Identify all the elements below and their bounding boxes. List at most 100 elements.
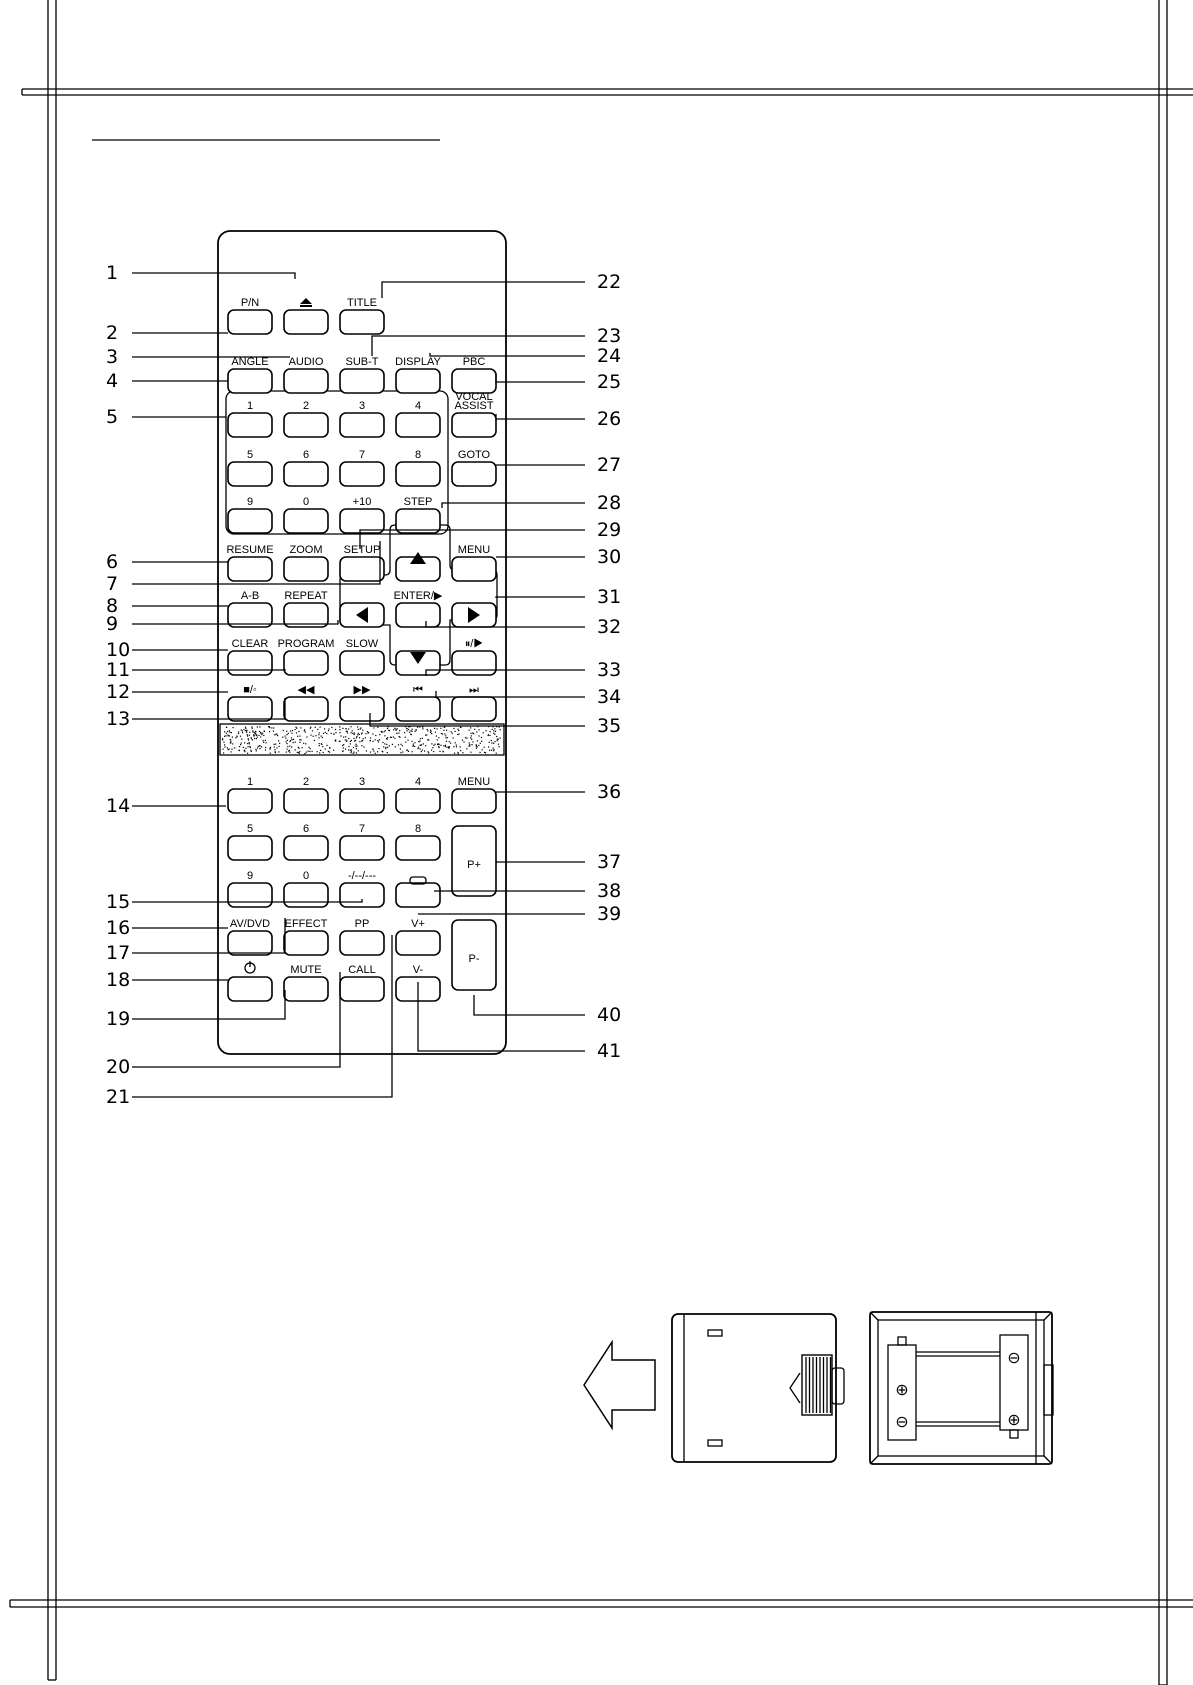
btn-label-angle: ANGLE [231,356,268,368]
button-d5[interactable] [227,461,273,487]
power-button[interactable] [227,976,273,1002]
button-avdvd[interactable] [227,930,273,956]
btn-label-goto: GOTO [458,449,491,461]
button-rew[interactable] [283,696,329,722]
button-angle[interactable] [227,368,273,394]
button-step[interactable] [395,508,441,534]
button-stop[interactable] [227,696,273,722]
button-pplus[interactable] [451,825,497,897]
btn-label-t9: 9 [247,870,253,882]
button-setup[interactable] [339,556,385,582]
button-t9[interactable] [227,882,273,908]
button-d2[interactable] [283,412,329,438]
button-d10[interactable] [339,508,385,534]
button-next[interactable] [451,696,497,722]
button-pp[interactable] [339,930,385,956]
btn-label-t3: 3 [359,776,365,788]
button-ff[interactable] [339,696,385,722]
button-zoom[interactable] [283,556,329,582]
button-t8[interactable] [395,835,441,861]
button-call[interactable] [339,976,385,1002]
battery-figure: ⊕ ⊖ ⊖ ⊕ [583,1311,1054,1465]
button-resume[interactable] [227,556,273,582]
button-pause[interactable] [451,650,497,676]
btn-label-t5: 5 [247,823,253,835]
button-t4[interactable] [395,788,441,814]
button-vplus[interactable] [395,930,441,956]
button-vocal1[interactable] [451,412,497,438]
button-d0[interactable] [283,508,329,534]
callout-36: 36 [597,781,621,803]
button-t1[interactable] [227,788,273,814]
callout-6: 6 [106,551,118,573]
button-prev[interactable] [395,696,441,722]
button-repeat[interactable] [283,602,329,628]
btn-label-pp: PP [355,918,370,930]
arrow-right-icon [468,607,480,623]
btn-label-vocal-assist-2: ASSIST [454,400,493,412]
button-d4[interactable] [395,412,441,438]
btn-label-vplus: V+ [411,918,425,930]
callout-1: 1 [106,262,118,284]
button-clear[interactable] [227,650,273,676]
button-goto[interactable] [451,461,497,487]
callout-33: 33 [597,659,621,681]
button-effect[interactable] [283,930,329,956]
button-subt[interactable] [339,368,385,394]
btn-label-effect: EFFECT [285,918,328,930]
swap-button[interactable] [395,882,441,908]
callout-34: 34 [597,686,621,708]
callout-41: 41 [597,1040,621,1062]
button-d9[interactable] [227,508,273,534]
button-t2[interactable] [283,788,329,814]
button-dash[interactable] [339,882,385,908]
btn-label-zoom: ZOOM [290,544,323,556]
button-t5[interactable] [227,835,273,861]
button-slow[interactable] [339,650,385,676]
btn-label-mute: MUTE [290,964,321,976]
btn-label-pminus: P- [469,953,480,965]
callout-29: 29 [597,519,621,541]
button-d6[interactable] [283,461,329,487]
btn-label-d5: 5 [247,449,253,461]
callout-11: 11 [106,659,130,681]
button-title[interactable] [339,309,385,335]
button-menu1[interactable] [451,556,497,582]
eject-button[interactable] [283,309,329,335]
btn-label-resume: RESUME [226,544,273,556]
callout-14: 14 [106,795,130,817]
callout-31: 31 [597,586,621,608]
button-t0[interactable] [283,882,329,908]
button-pn[interactable] [227,309,273,335]
divider-band [219,723,505,756]
button-d3[interactable] [339,412,385,438]
button-pbc[interactable] [451,368,497,394]
btn-label-d0: 0 [303,496,309,508]
btn-label-step: STEP [404,496,433,508]
button-d8[interactable] [395,461,441,487]
button-menu2[interactable] [451,788,497,814]
button-pminus[interactable] [451,919,497,991]
btn-label-rew: ◀◀ [298,684,315,696]
btn-label-pplus: P+ [467,859,481,871]
button-t3[interactable] [339,788,385,814]
callout-21: 21 [106,1086,130,1108]
button-display[interactable] [395,368,441,394]
button-enter[interactable] [395,602,441,628]
button-d7[interactable] [339,461,385,487]
btn-label-ab: A-B [241,590,259,602]
button-ab[interactable] [227,602,273,628]
btn-label-clear: CLEAR [232,638,269,650]
button-d1[interactable] [227,412,273,438]
button-mute[interactable] [283,976,329,1002]
button-program[interactable] [283,650,329,676]
button-audio[interactable] [283,368,329,394]
callout-20: 20 [106,1056,130,1078]
callout-38: 38 [597,880,621,902]
callout-26: 26 [597,408,621,430]
button-t7[interactable] [339,835,385,861]
btn-label-d4: 4 [415,400,421,412]
callout-37: 37 [597,851,621,873]
button-t6[interactable] [283,835,329,861]
btn-label-t8: 8 [415,823,421,835]
